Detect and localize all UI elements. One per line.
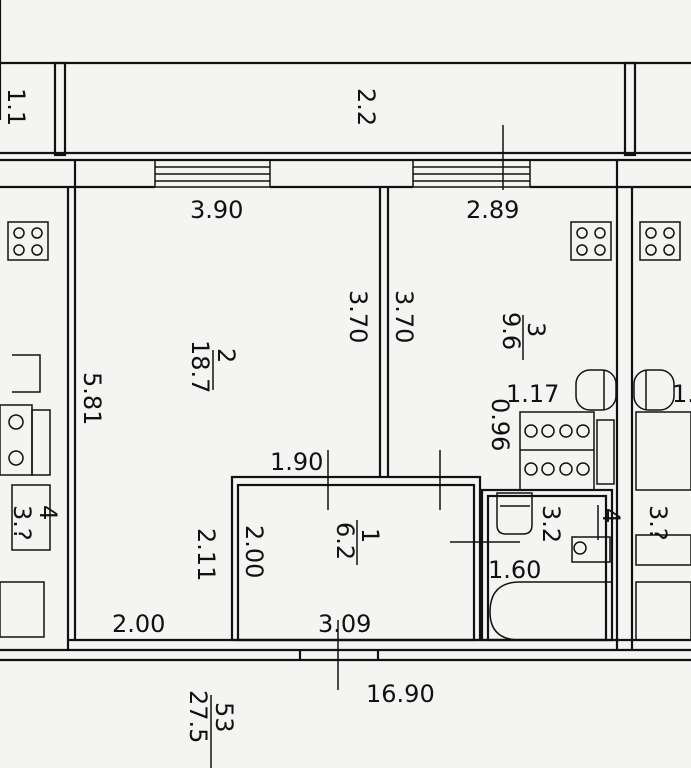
room2-area: 18.7 [186, 340, 214, 393]
room3-number: 3 [522, 322, 550, 337]
neighbor-right-top-label: 1. [672, 380, 691, 408]
neighbor-left-area: 3.? [8, 505, 36, 541]
hall-number: 1 [356, 528, 384, 543]
living-area: 27.5 [184, 690, 212, 743]
walls [0, 0, 691, 690]
bathroom-width-label: 1.60 [488, 556, 541, 584]
room2-width-label: 3.90 [190, 196, 243, 224]
stove-icon-neighbor-right [639, 221, 681, 261]
exterior-wall [0, 158, 691, 189]
bathtub-icon [489, 581, 612, 641]
bathroom-top-label: 1.17 [506, 380, 559, 408]
stove-icon-neighbor-left [7, 221, 49, 261]
hall-bottom-width-label: 3.09 [318, 610, 371, 638]
window-left [154, 159, 271, 188]
toilet-icon [496, 492, 611, 563]
neighbor-right-fixtures [635, 411, 691, 641]
room3-width-label: 2.89 [466, 196, 519, 224]
left-dimension-label: 2.00 [112, 610, 165, 638]
total-area: 53 [210, 702, 238, 733]
room3-area: 9.6 [497, 312, 525, 350]
neighbor-left-fixtures [0, 354, 51, 638]
window-right [412, 125, 531, 190]
neighbor-balcony-label: 1.1 [2, 88, 30, 126]
total-length-label: 16.90 [366, 680, 435, 708]
bathroom-depth-label: 0.96 [486, 398, 514, 451]
room2-number: 2 [212, 348, 240, 363]
neighbor-right-area: 3.? [644, 505, 672, 541]
bathroom-area: 3.2 [537, 505, 565, 543]
neighbor-left-number: 4 [34, 505, 62, 520]
hall-left-side-label: 2.00 [240, 525, 268, 578]
sink-icon [575, 369, 675, 411]
room2-side-label: 3.70 [344, 290, 372, 343]
stove-icon [570, 221, 612, 261]
bathroom-number: 4 [597, 508, 625, 523]
balcony [0, 61, 691, 157]
hall-top-width-label: 1.90 [270, 448, 323, 476]
balcony-length-label: 2.2 [352, 88, 380, 126]
hall-area: 6.2 [331, 522, 359, 560]
room2-depth-label: 5.81 [78, 372, 106, 425]
hall-right-side-label: 2.11 [192, 528, 220, 581]
room3-side-label: 3.70 [390, 290, 418, 343]
washing-machine-icon [519, 411, 615, 491]
